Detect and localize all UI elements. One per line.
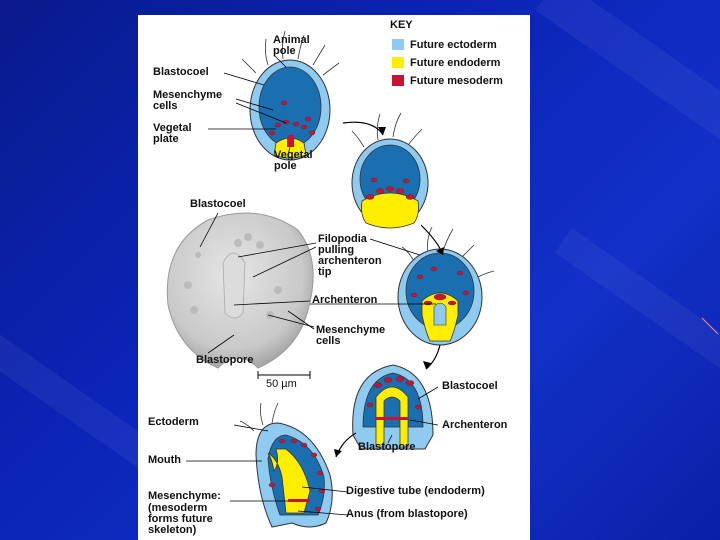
label-mouth: Mouth xyxy=(148,454,181,466)
label-digestive-tube: Digestive tube (endoderm) xyxy=(346,485,485,497)
label-blastopore-photo: Blastopore xyxy=(196,354,254,366)
label-blastocoel-top: Blastocoel xyxy=(153,66,209,78)
label-animal-pole: Animal pole xyxy=(273,34,310,57)
label-scale-bar: 50 µm xyxy=(266,378,297,390)
label-blastopore-right: Blastopore xyxy=(358,441,416,453)
gastrula-photo xyxy=(166,212,314,369)
label-blastocoel-right: Blastocoel xyxy=(442,380,498,392)
embryo-stage-5 xyxy=(239,402,333,528)
background-streak xyxy=(535,0,720,183)
label-vegetal-plate: Vegetal plate xyxy=(153,122,192,145)
decorative-line xyxy=(701,317,719,335)
key-swatch-ectoderm xyxy=(392,39,404,50)
label-vegetal-pole: Vegetal pole xyxy=(274,149,313,172)
label-filopodia: Filopodia pulling archenteron tip xyxy=(318,233,382,278)
label-archenteron-right: Archenteron xyxy=(442,419,508,431)
label-ectoderm: Ectoderm xyxy=(148,416,199,428)
label-blastocoel-photo: Blastocoel xyxy=(190,198,246,210)
embryo-stage-2 xyxy=(351,112,429,229)
label-anus: Anus (from blastopore) xyxy=(346,508,468,520)
key-swatch-endoderm xyxy=(392,57,404,68)
label-mesenchyme-cells-mid: Mesenchyme cells xyxy=(316,324,386,347)
stage-arrowheads xyxy=(334,127,444,457)
embryo-stage-4 xyxy=(352,364,434,450)
key-swatch-mesoderm xyxy=(392,75,404,86)
label-archenteron-mid: Archenteron xyxy=(312,294,378,306)
diagram-drawing xyxy=(166,30,495,528)
label-mesenchyme-note: (mesoderm forms future skeleton) xyxy=(148,502,213,536)
embryo-stage-1 xyxy=(241,30,340,161)
label-mesenchyme-bottom: Mesenchyme: xyxy=(148,490,221,502)
diagram-panel: KEY Future ectoderm Future endoderm Futu… xyxy=(138,15,530,540)
scale-bar xyxy=(257,371,311,379)
leader-lines xyxy=(186,54,439,516)
background-streak xyxy=(554,228,720,402)
key-label-endoderm: Future endoderm xyxy=(410,57,501,69)
key-label-ectoderm: Future ectoderm xyxy=(410,39,497,51)
key-title: KEY xyxy=(390,19,413,31)
key-label-mesoderm: Future mesoderm xyxy=(410,75,503,87)
label-mesenchyme-cells-top: Mesenchyme cells xyxy=(153,89,223,112)
embryo-stage-3 xyxy=(397,226,495,346)
